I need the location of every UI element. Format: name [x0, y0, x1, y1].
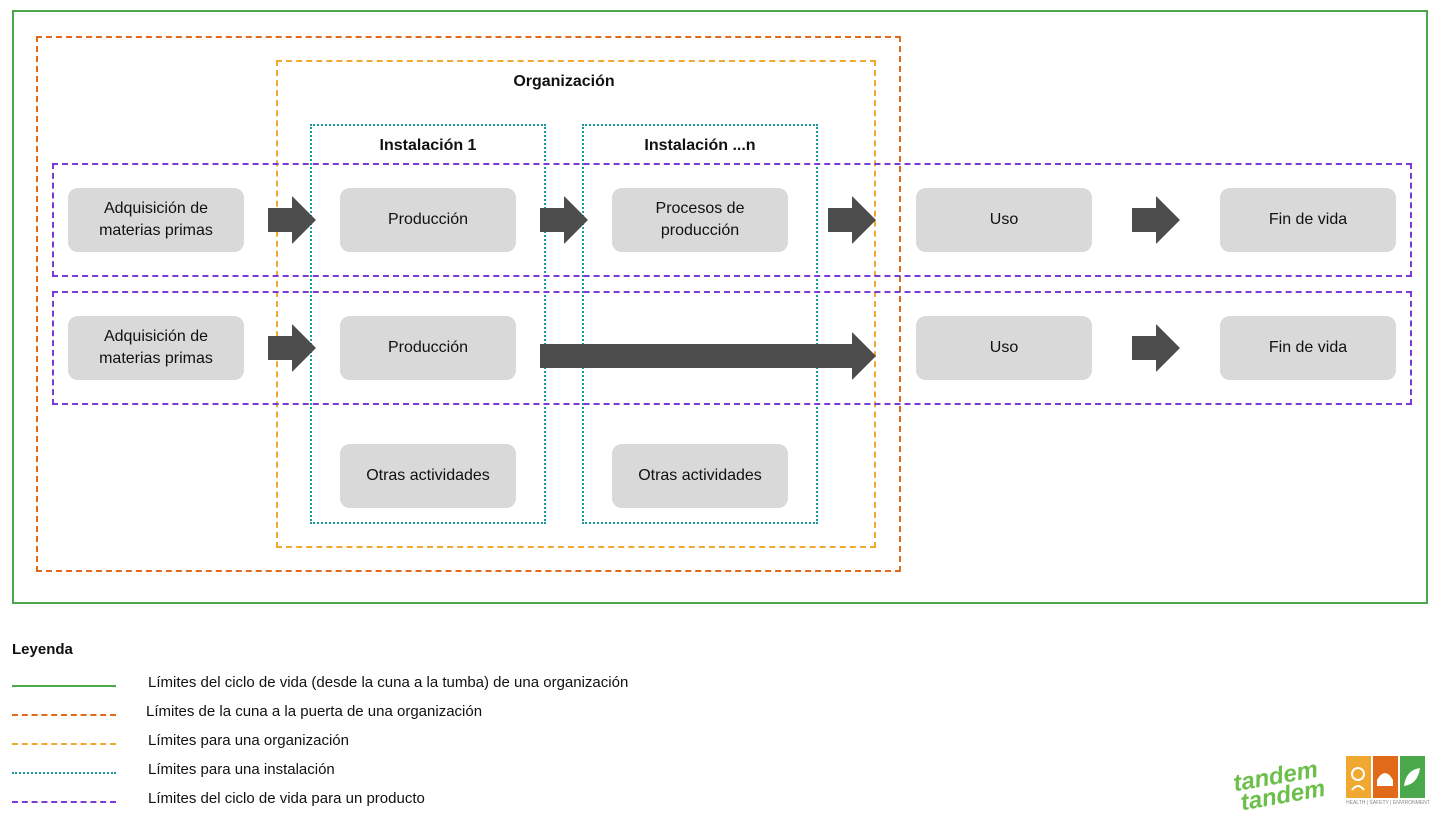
legend-item-cradle-to-gate: Límites de la cuna a la puerta de una or… — [146, 703, 483, 720]
arrow-icon — [540, 196, 588, 244]
arrow-icon — [268, 324, 316, 372]
facility-1-boundary — [310, 124, 546, 524]
production-node-row2: Producción — [340, 316, 516, 380]
tandem-wordmark-icon: tandem tandem — [1231, 756, 1327, 815]
raw-materials-node-row1: Adquisición de materias primas — [68, 188, 244, 252]
logo-tagline: HEALTH | SAFETY | ENVIRONMENT — [1346, 800, 1430, 806]
legend-line-dashed-yellow — [12, 743, 116, 745]
raw-materials-node-row2: Adquisición de materias primas — [68, 316, 244, 380]
health-icon — [1346, 756, 1371, 798]
cradle-to-gate-boundary — [36, 36, 901, 572]
arrow-icon — [1132, 324, 1180, 372]
facility-n-boundary — [582, 124, 818, 524]
facility-n-label: Instalación ...n — [644, 137, 756, 154]
use-node-row2: Uso — [916, 316, 1092, 380]
facility-1-label: Instalación 1 — [379, 137, 477, 154]
other-activities-node-n: Otras actividades — [612, 444, 788, 508]
use-node-row1: Uso — [916, 188, 1092, 252]
arrow-icon — [1132, 196, 1180, 244]
legend-line-dashed-purple — [12, 801, 116, 803]
logo-glyphs-icon — [1351, 767, 1420, 791]
other-activities-node-1: Otras actividades — [340, 444, 516, 508]
legend-item-org-lifecycle: Límites del ciclo de vida (desde la cuna… — [148, 674, 629, 691]
legend-item-facility: Límites para una instalación — [148, 761, 335, 778]
product-lifecycle-boundary-row1 — [52, 163, 1412, 277]
production-node-row1: Producción — [340, 188, 516, 252]
legend-line-dashed-orange — [12, 714, 116, 716]
legend-line-dotted-teal — [12, 772, 116, 774]
tandem-logo: tandem tandem HEALTH | SAFETY | ENVIRONM… — [1228, 752, 1432, 815]
product-lifecycle-boundary-row2 — [52, 291, 1412, 405]
end-of-life-node-row2: Fin de vida — [1220, 316, 1396, 380]
legend-title: Leyenda — [12, 641, 73, 658]
organization-label: Organización — [513, 73, 615, 90]
organization-boundary — [276, 60, 876, 548]
legend-line-solid-green — [12, 685, 116, 687]
long-arrow-icon — [540, 332, 876, 380]
legend-item-product-lifecycle: Límites del ciclo de vida para un produc… — [148, 790, 425, 807]
production-processes-node: Procesos de producción — [612, 188, 788, 252]
arrow-icon — [268, 196, 316, 244]
legend-item-organization: Límites para una organización — [148, 732, 349, 749]
arrow-icon — [828, 196, 876, 244]
org-lifecycle-boundary — [12, 10, 1428, 604]
end-of-life-node-row1: Fin de vida — [1220, 188, 1396, 252]
